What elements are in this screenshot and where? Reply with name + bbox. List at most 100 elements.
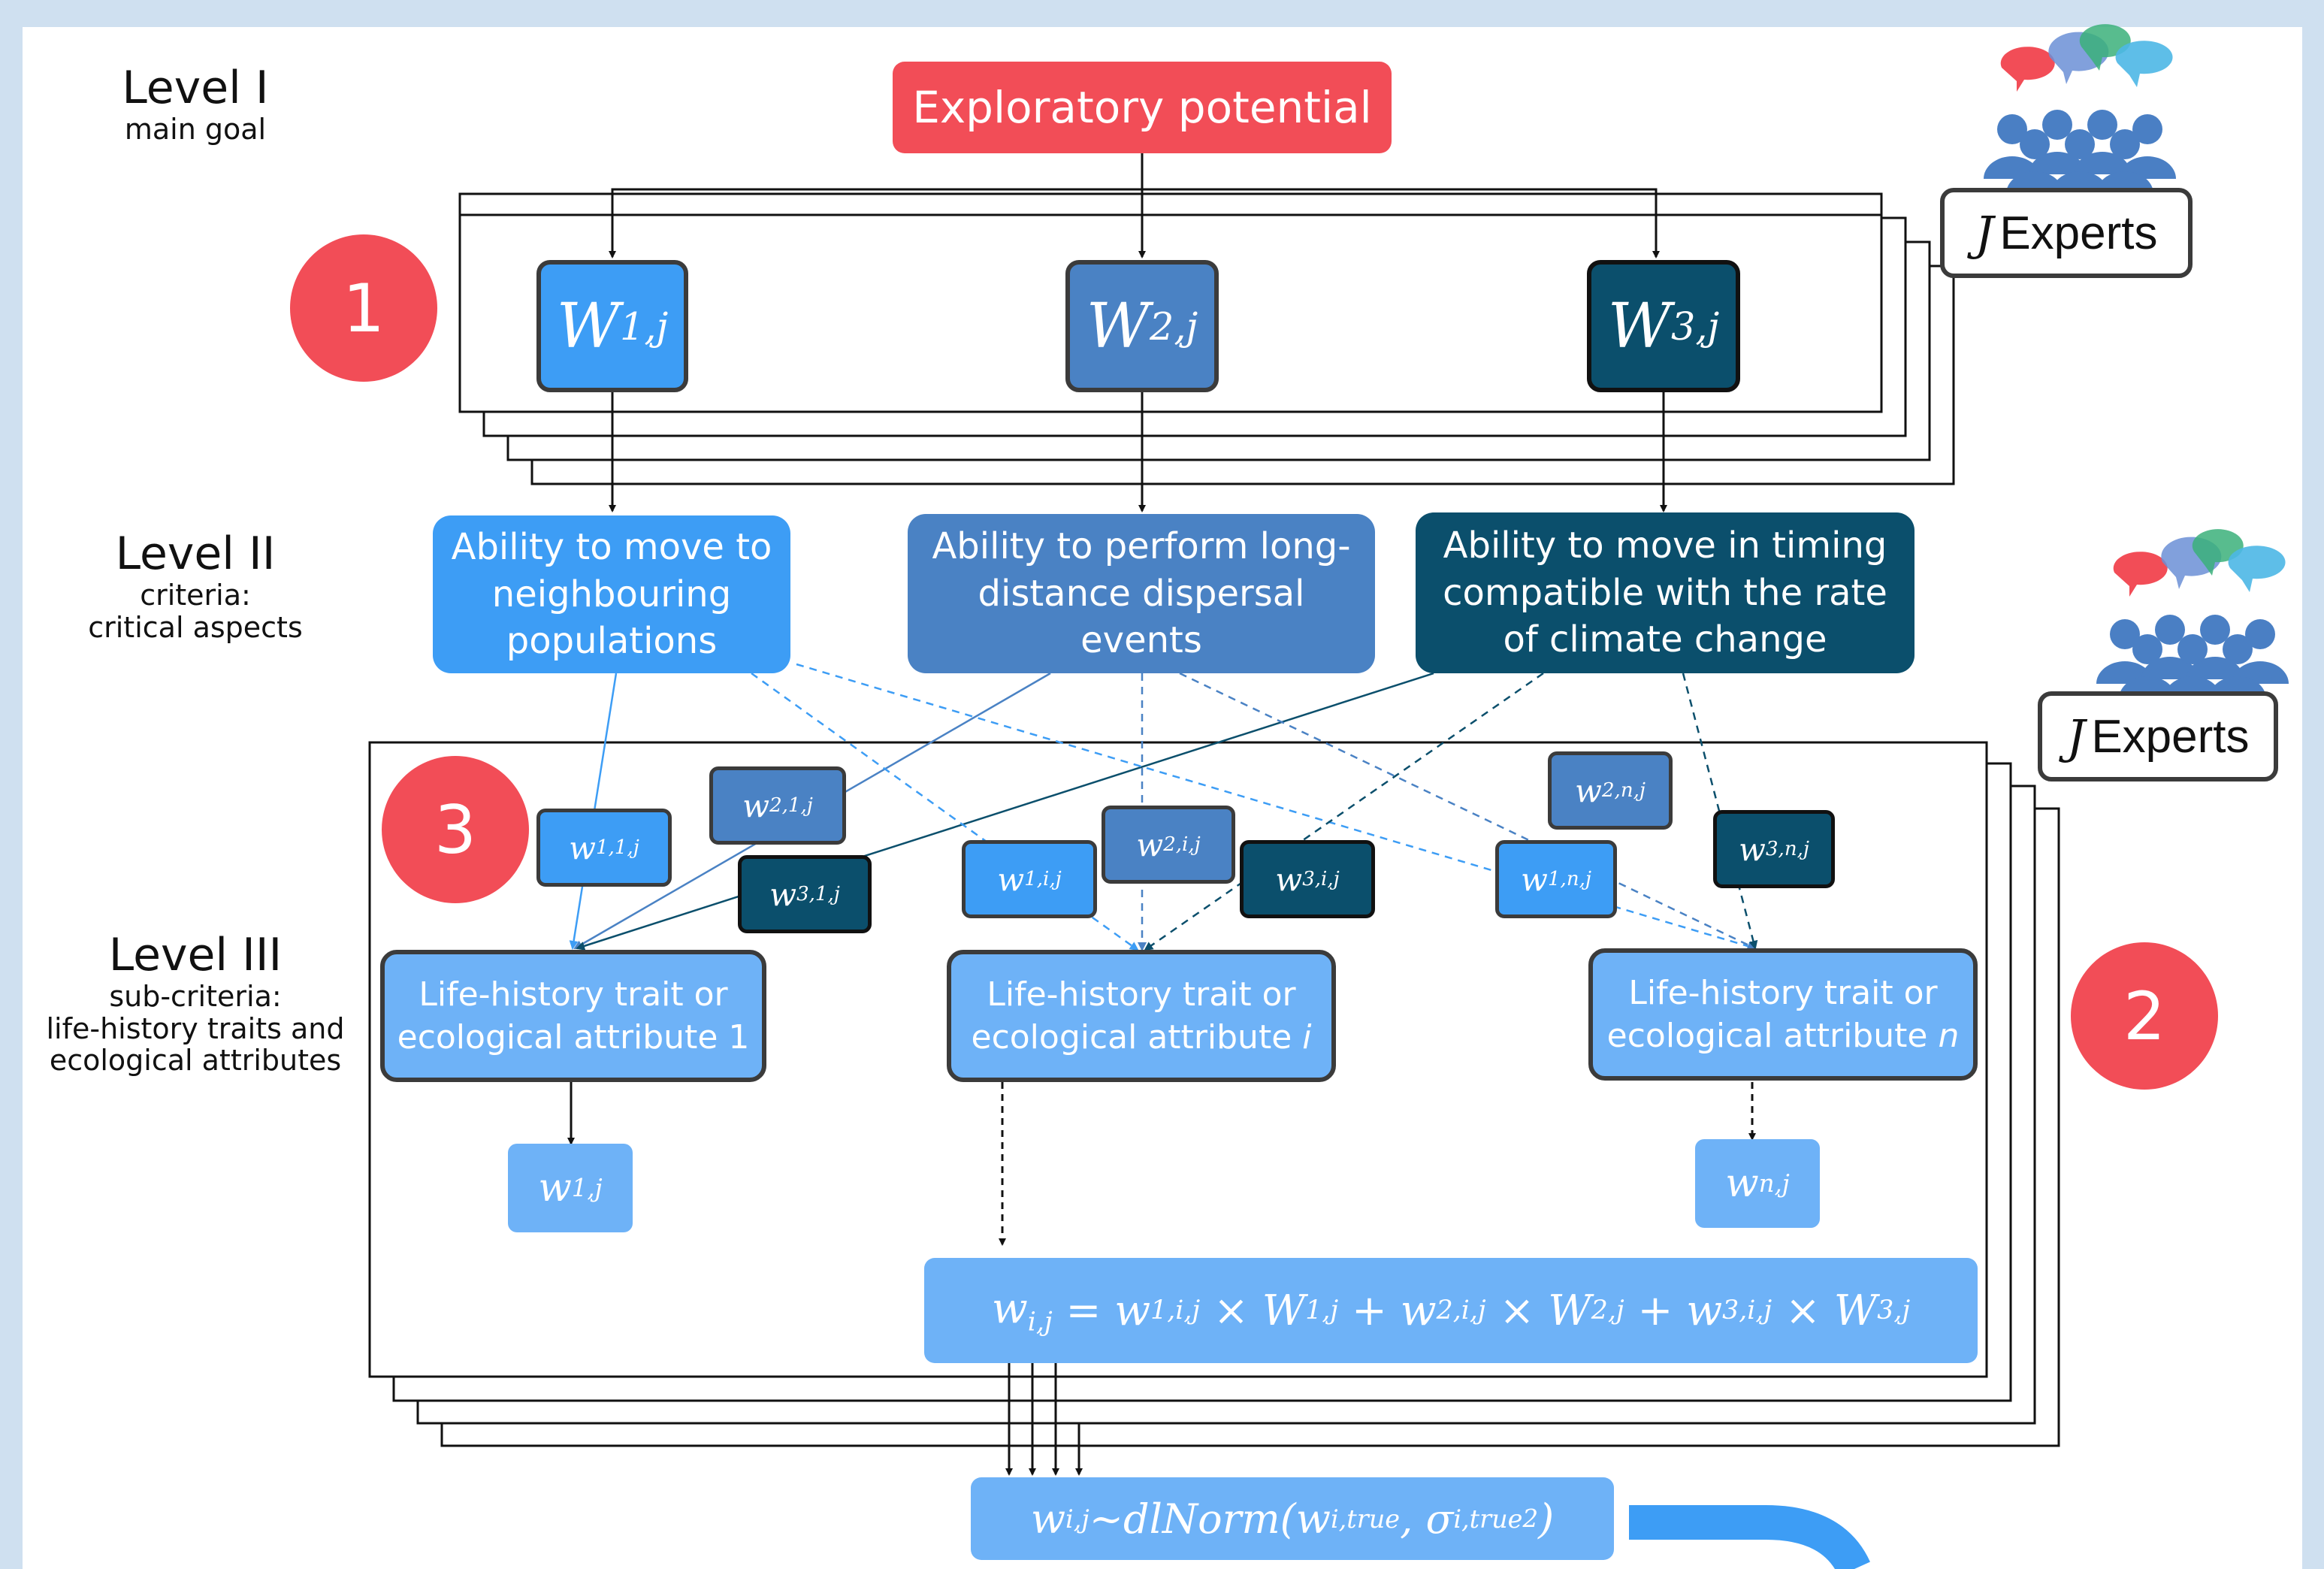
criterion-1-line3: populations <box>506 620 718 663</box>
formula-T1-base: W <box>1262 1286 1306 1335</box>
curved-arrow-icon <box>1629 1505 1870 1569</box>
W2-sub: 2,j <box>1150 304 1198 349</box>
formula-T2-base: W <box>1548 1286 1591 1335</box>
aggregation-arrows <box>1005 1363 1083 1476</box>
formula-t2-base: w <box>1400 1286 1437 1335</box>
w3n-sub: 3,n,j <box>1766 838 1809 860</box>
formula-lhs-sub: i,j <box>1027 1307 1053 1338</box>
formula-t1-sub: 1,i,j <box>1150 1295 1201 1326</box>
formula-T1-sub: 1,j <box>1305 1295 1339 1326</box>
experts-text-top: Experts <box>1999 207 2158 259</box>
experts-crowd-icon-bottom <box>2096 529 2289 699</box>
badge-3: 3 <box>382 756 529 903</box>
subcriteria-outputs <box>567 1082 1756 1246</box>
formula-T3-base: W <box>1833 1286 1878 1335</box>
level1-title: Level I <box>122 62 269 114</box>
global-w1-sub: 1,j <box>571 1174 603 1202</box>
dist-a-sub: i,true <box>1330 1504 1401 1534</box>
w2n-base: w <box>1575 772 1602 809</box>
formula-eq: = <box>1052 1286 1115 1335</box>
level1-label: Level I main goal <box>90 62 301 147</box>
level3-label: Level III sub-criteria: life-history tra… <box>30 930 361 1077</box>
criterion-2-box: Ability to perform long- distance disper… <box>908 514 1375 673</box>
formula-T2-sub: 2,j <box>1591 1295 1624 1326</box>
dist-close: ) <box>1538 1495 1555 1543</box>
badge-2: 2 <box>2071 942 2218 1090</box>
criterion-3-line2: compatible with the rate <box>1443 571 1887 614</box>
dist-lhs-base: w <box>1030 1495 1066 1543</box>
formula-t2-times: × <box>1485 1286 1549 1335</box>
subcriterion-1-line2-text: ecological attribute 1 <box>397 1018 750 1057</box>
W3-sub: 3,j <box>1671 304 1720 349</box>
badge-1: 1 <box>290 234 437 382</box>
w2n-sub: 2,n,j <box>1602 779 1646 802</box>
dist-comma: , <box>1400 1495 1426 1543</box>
criterion-2-line1: Ability to perform long- <box>932 525 1351 568</box>
w31-sub: 3,1,j <box>796 883 840 905</box>
badge-2-label: 2 <box>2123 977 2165 1055</box>
level1-subtitle: main goal <box>124 113 267 147</box>
W1-base: W <box>556 290 621 362</box>
subcriterion-1-line2: ecological attribute 1 <box>397 1016 750 1059</box>
subcriterion-1-box: Life-history trait or ecological attribu… <box>380 950 766 1082</box>
subcriterion-1-line1: Life-history trait or <box>419 975 728 1014</box>
experts-text-bottom: Experts <box>2091 710 2250 763</box>
criterion-2-line3: events <box>1080 619 1202 662</box>
subcriterion-n-box: Life-history trait or ecological attribu… <box>1588 948 1978 1081</box>
subcriterion-i-line2-text: ecological attribute <box>971 1018 1303 1057</box>
subcriterion-n-line1: Life-history trait or <box>1628 973 1938 1012</box>
W1-sub: 1,j <box>620 304 669 349</box>
global-wn-sub: n,j <box>1758 1169 1790 1198</box>
w2i-sub: 2,i,j <box>1163 833 1201 856</box>
experts-label-top: J Experts <box>1940 188 2193 278</box>
w3i-base: w <box>1275 860 1303 898</box>
w1n-base: w <box>1521 860 1548 898</box>
formula-lhs-base: w <box>991 1283 1028 1333</box>
criterion-2-line2: distance dispersal <box>978 572 1305 615</box>
experts-crowd-icon-top <box>1984 24 2176 194</box>
w1i-base: w <box>997 860 1025 898</box>
dist-lhs-sub: i,j <box>1065 1504 1089 1534</box>
level2-label: Level II criteria: critical aspects <box>60 528 331 644</box>
W3-base: W <box>1607 290 1672 362</box>
goal-connectors <box>609 153 1667 512</box>
experts-label-bottom: J Experts <box>2038 691 2278 781</box>
dist-a-base: w <box>1295 1495 1331 1543</box>
criterion-1-line2: neighbouring <box>491 573 732 615</box>
subcriterion-n-line2-text: ecological attribute <box>1606 1017 1939 1055</box>
main-goal-label: Exploratory potential <box>912 82 1372 133</box>
criterion-1-box: Ability to move to neighbouring populati… <box>433 515 790 673</box>
level3-subtitle-line2: life-history traits and <box>46 1011 345 1045</box>
dist-b-sub: i,true <box>1453 1504 1523 1534</box>
level3-subtitle-line1: sub-criteria: <box>109 980 282 1014</box>
criterion-1-line1: Ability to move to <box>451 526 772 569</box>
level2-subtitle-line1: criteria: <box>140 579 251 612</box>
formula-T3-sub: 3,j <box>1877 1295 1911 1326</box>
formula-t3-base: w <box>1686 1286 1723 1335</box>
formula-t1-times: × <box>1200 1286 1262 1335</box>
subcriterion-n-suffix: n <box>1938 1017 1960 1055</box>
w2i-base: w <box>1136 826 1164 863</box>
criterion-3-line3: of climate change <box>1503 618 1827 661</box>
formula-lhs: wi,j <box>992 1284 1053 1337</box>
w11-base: w <box>569 829 597 866</box>
badge-1-label: 1 <box>343 269 385 347</box>
level2-subtitle-line2: critical aspects <box>88 610 303 644</box>
w1n-sub: 1,n,j <box>1548 868 1591 890</box>
dist-b-base: σ <box>1425 1495 1454 1543</box>
formula-t2-sub: 2,i,j <box>1436 1295 1486 1326</box>
level3-subtitle-line3: ecological attributes <box>49 1044 342 1078</box>
dist-fn: dlNorm( <box>1123 1495 1296 1543</box>
formula-t3-sub: 3,i,j <box>1722 1295 1772 1326</box>
